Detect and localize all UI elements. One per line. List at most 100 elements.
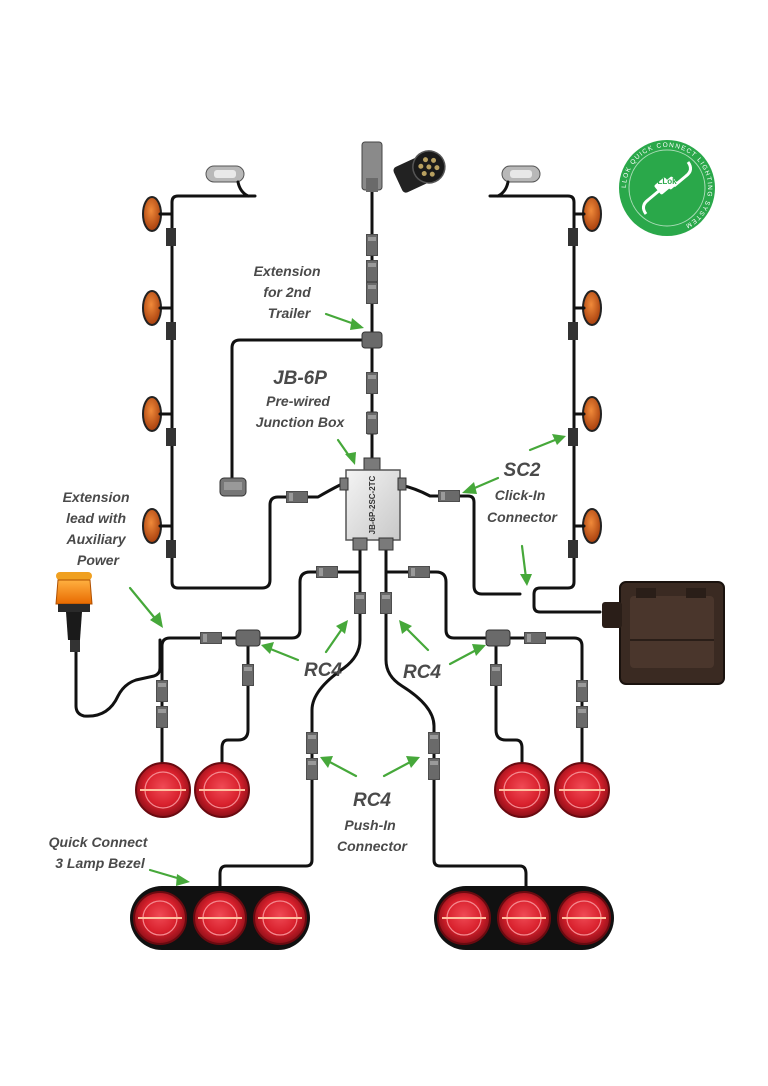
tail-lamp-left-1 bbox=[135, 762, 191, 818]
arrow-sc2-box bbox=[462, 476, 500, 494]
junction-box-text: JB-6P-2SC-2TC bbox=[368, 475, 377, 534]
plug-icon bbox=[641, 161, 693, 215]
right-lamp2-connector-a bbox=[576, 680, 588, 702]
arrow-bezel bbox=[148, 868, 190, 886]
label-jb6p-title: JB-6P bbox=[273, 368, 327, 389]
rc4-left-top-connector bbox=[316, 566, 338, 578]
trunk-connector-1 bbox=[366, 234, 378, 256]
tail-lamp-left-2 bbox=[194, 762, 250, 818]
arrow-rc4-bottom-right bbox=[382, 756, 420, 778]
annotation-arrows bbox=[128, 312, 566, 886]
right-lamp1-connector bbox=[490, 664, 502, 686]
label-rc4-bottom-title: RC4 bbox=[353, 790, 391, 811]
label-ext-aux: Extension lead with Auxiliary Power bbox=[63, 489, 134, 568]
arrow-sc2-up bbox=[528, 434, 566, 452]
label-rc4-bottom-desc: Push-In Connector bbox=[337, 817, 409, 854]
right-marker-tap-3 bbox=[568, 428, 578, 446]
rc4-left-wire bbox=[160, 538, 362, 767]
label-sc2-desc: Click-In Connector bbox=[487, 487, 559, 525]
arrow-rc4-right-a bbox=[399, 620, 430, 652]
marker-lamp-left-3 bbox=[142, 396, 162, 432]
second-trailer-socket bbox=[219, 477, 247, 497]
bezel-left bbox=[130, 886, 310, 950]
marker-lamp-left-2 bbox=[142, 290, 162, 326]
label-bezel: Quick Connect 3 Lamp Bezel bbox=[49, 834, 152, 871]
sc2-wire bbox=[398, 483, 522, 596]
labels: Extension for 2nd Trailer JB-6P Pre-wire… bbox=[49, 263, 559, 871]
left-marker-tap-3 bbox=[166, 428, 176, 446]
left-marker-tap-4 bbox=[166, 540, 176, 558]
arrow-rc4-right-b bbox=[448, 644, 486, 666]
wires bbox=[74, 188, 602, 892]
marker-lamp-right-3 bbox=[582, 396, 602, 432]
arrow-sc2-down bbox=[520, 544, 532, 586]
arrow-ext-aux bbox=[128, 586, 163, 628]
right-marker-lamps bbox=[572, 196, 602, 544]
rc4-bottom-left-connector-b bbox=[306, 758, 318, 780]
rc4-right-wire bbox=[384, 538, 584, 767]
rc4-right-down-wire bbox=[384, 570, 528, 892]
marker-lamp-right-4 bbox=[582, 508, 602, 544]
label-rc4-right: RC4 bbox=[403, 662, 441, 683]
label-jb6p-desc: Pre-wired Junction Box bbox=[256, 393, 346, 430]
trunk-connector-3 bbox=[366, 282, 378, 304]
marker-lamp-left-4 bbox=[142, 508, 162, 544]
arrow-rc4-left-b bbox=[324, 620, 348, 654]
connectors bbox=[156, 228, 588, 780]
rc4-bottom-right-connector-a bbox=[428, 732, 440, 754]
left-rail-connector bbox=[200, 632, 222, 644]
bezel-right-lamp-3 bbox=[557, 891, 611, 945]
right-marker-tap-2 bbox=[568, 322, 578, 340]
trunk-connector-4 bbox=[366, 372, 378, 394]
right-lamp2-connector-b bbox=[576, 706, 588, 728]
label-sc2-title: SC2 bbox=[504, 460, 541, 481]
marker-lamp-right-1 bbox=[582, 196, 602, 232]
right-marker-tap-4 bbox=[568, 540, 578, 558]
trailer-plug bbox=[361, 141, 446, 193]
right-box-connector bbox=[438, 490, 460, 502]
left-marker-tap-2 bbox=[166, 322, 176, 340]
bezel-left-lamp-2 bbox=[193, 891, 247, 945]
label-rc4-left: RC4 bbox=[304, 660, 342, 681]
rc4-left-mid-connector bbox=[354, 592, 366, 614]
left-lamp1-connector-a bbox=[156, 680, 168, 702]
right-marker-tap-1 bbox=[568, 228, 578, 246]
right-marker-wire bbox=[488, 194, 602, 614]
rc4-left-down-wire bbox=[218, 570, 362, 892]
plug-collar bbox=[366, 178, 378, 192]
rc4-right-top-connector bbox=[408, 566, 430, 578]
arrow-rc4-bottom-left bbox=[320, 756, 358, 778]
left-marker-lamps bbox=[142, 196, 174, 544]
tail-lamp-right-1 bbox=[494, 762, 550, 818]
bezel-left-lamp-1 bbox=[133, 891, 187, 945]
right-rail-connector bbox=[524, 632, 546, 644]
trunk-t-junction bbox=[361, 331, 383, 349]
right-t-junction bbox=[485, 629, 511, 647]
llok-logo: LLOK QUICK CONNECT LIGHTING SYSTEM LLok bbox=[619, 140, 715, 236]
number-plate-bracket bbox=[602, 581, 725, 685]
left-box-connector bbox=[286, 491, 308, 503]
left-marker-tap-1 bbox=[166, 228, 176, 246]
arrow-ext-2nd-trailer bbox=[324, 312, 364, 330]
junction-box: JB-6P-2SC-2TC bbox=[339, 457, 407, 551]
beacon-wire bbox=[74, 638, 162, 718]
second-trailer-wire bbox=[230, 338, 374, 480]
rc4-right-branch-wire bbox=[494, 636, 524, 767]
bezel-right bbox=[434, 886, 614, 950]
tail-lamps bbox=[135, 762, 610, 818]
rc4-left-branch-wire bbox=[220, 636, 250, 767]
rc4-right-mid-connector bbox=[380, 592, 392, 614]
left-marker-wire bbox=[170, 194, 342, 590]
label-ext-2nd-trailer: Extension for 2nd Trailer bbox=[254, 263, 325, 321]
bezel-right-lamp-1 bbox=[437, 891, 491, 945]
trunk-connector-5 bbox=[366, 411, 378, 435]
trunk-connector-2 bbox=[366, 260, 378, 282]
left-lamp1-connector-b bbox=[156, 706, 168, 728]
bezel-right-lamp-2 bbox=[497, 891, 551, 945]
rc4-bottom-right-connector-b bbox=[428, 758, 440, 780]
left-t-junction bbox=[235, 629, 261, 647]
amber-beacon bbox=[55, 572, 93, 652]
arrow-rc4-left-a bbox=[261, 642, 300, 662]
rc4-bottom-left-connector-a bbox=[306, 732, 318, 754]
